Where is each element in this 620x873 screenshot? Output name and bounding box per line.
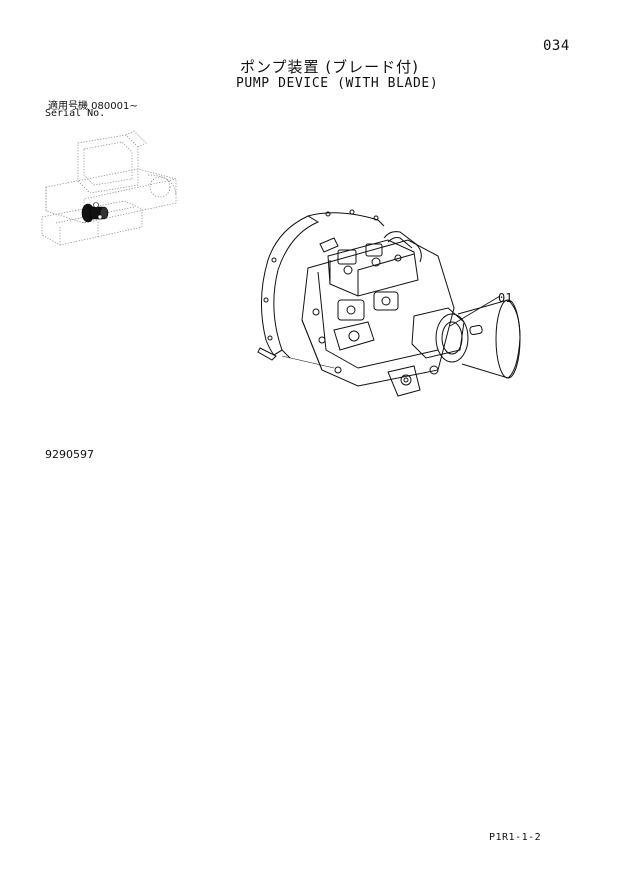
callout-label: 01 [498,291,513,305]
pump-device-drawing [257,209,521,397]
part-number: 9290597 [45,448,94,461]
page-number: 034 [543,38,570,54]
serial-label-english: Serial No. [45,108,106,119]
page-title-japanese: ポンプ装置 (ブレード付) [240,58,420,76]
page-code: P1R1-1-2 [489,832,542,843]
serial-label-japanese: 適用号機 080001~ [48,101,138,112]
excavator-locator-diagram [41,130,177,246]
page-title-english: PUMP DEVICE (WITH BLADE) [236,76,439,91]
